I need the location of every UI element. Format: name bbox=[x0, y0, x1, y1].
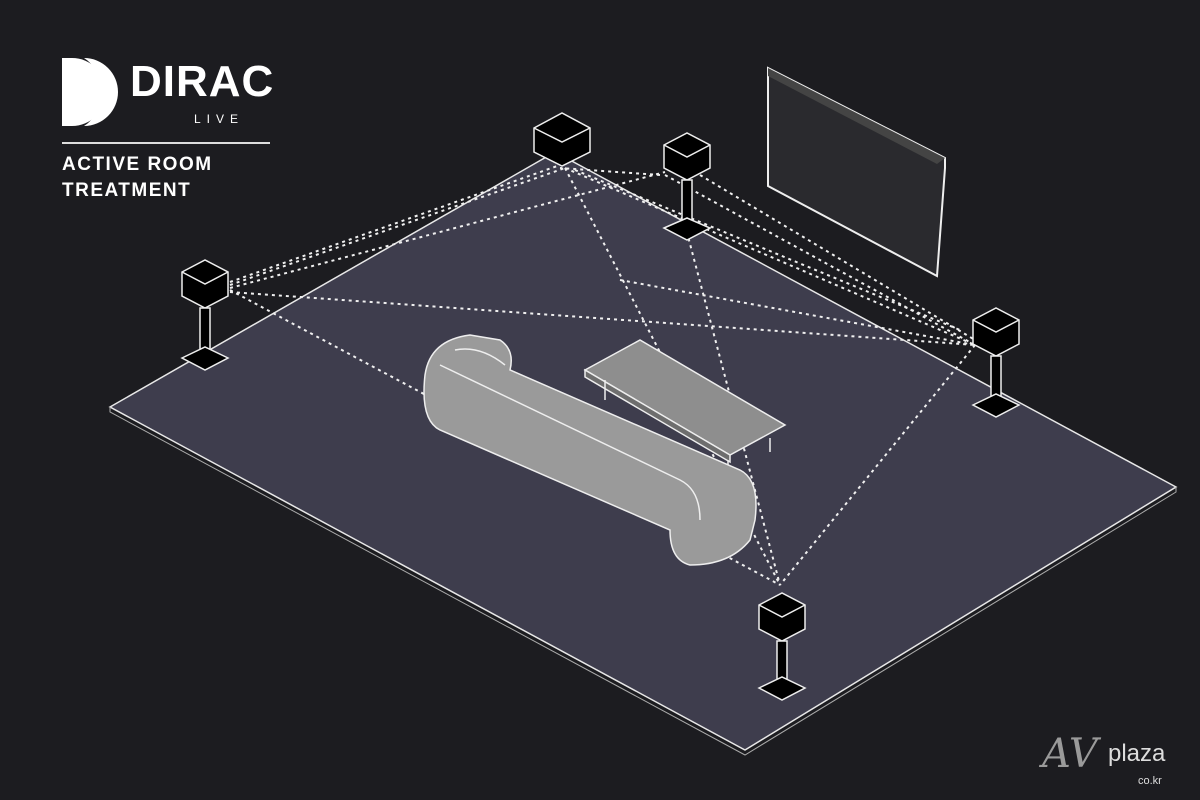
divider bbox=[62, 142, 270, 144]
brand-sub: LIVE bbox=[194, 112, 245, 126]
speaker-right bbox=[971, 307, 1021, 418]
speaker-center bbox=[662, 132, 712, 241]
dirac-logo-icon bbox=[62, 58, 118, 126]
floor-edge bbox=[109, 407, 1177, 756]
tagline: ACTIVE ROOM TREATMENT bbox=[62, 152, 213, 204]
speaker-rear bbox=[757, 592, 807, 701]
watermark: AV plaza co.kr bbox=[1042, 730, 1192, 792]
speaker-front-left bbox=[533, 112, 591, 167]
coffee-table bbox=[583, 339, 787, 478]
watermark-domain: co.kr bbox=[1138, 775, 1162, 787]
brand-name: DIRAC bbox=[130, 57, 275, 106]
speaker-left bbox=[180, 259, 230, 371]
watermark-name: plaza bbox=[1108, 740, 1166, 767]
watermark-mark: AV bbox=[1042, 731, 1098, 777]
tagline-line-2: TREATMENT bbox=[62, 180, 192, 201]
sofa bbox=[423, 334, 757, 566]
tv-screen bbox=[767, 66, 946, 278]
tagline-line-1: ACTIVE ROOM bbox=[62, 154, 213, 175]
dirac-live-logo: DIRAC LIVE ACTIVE ROOM TREATMENT bbox=[62, 57, 275, 218]
